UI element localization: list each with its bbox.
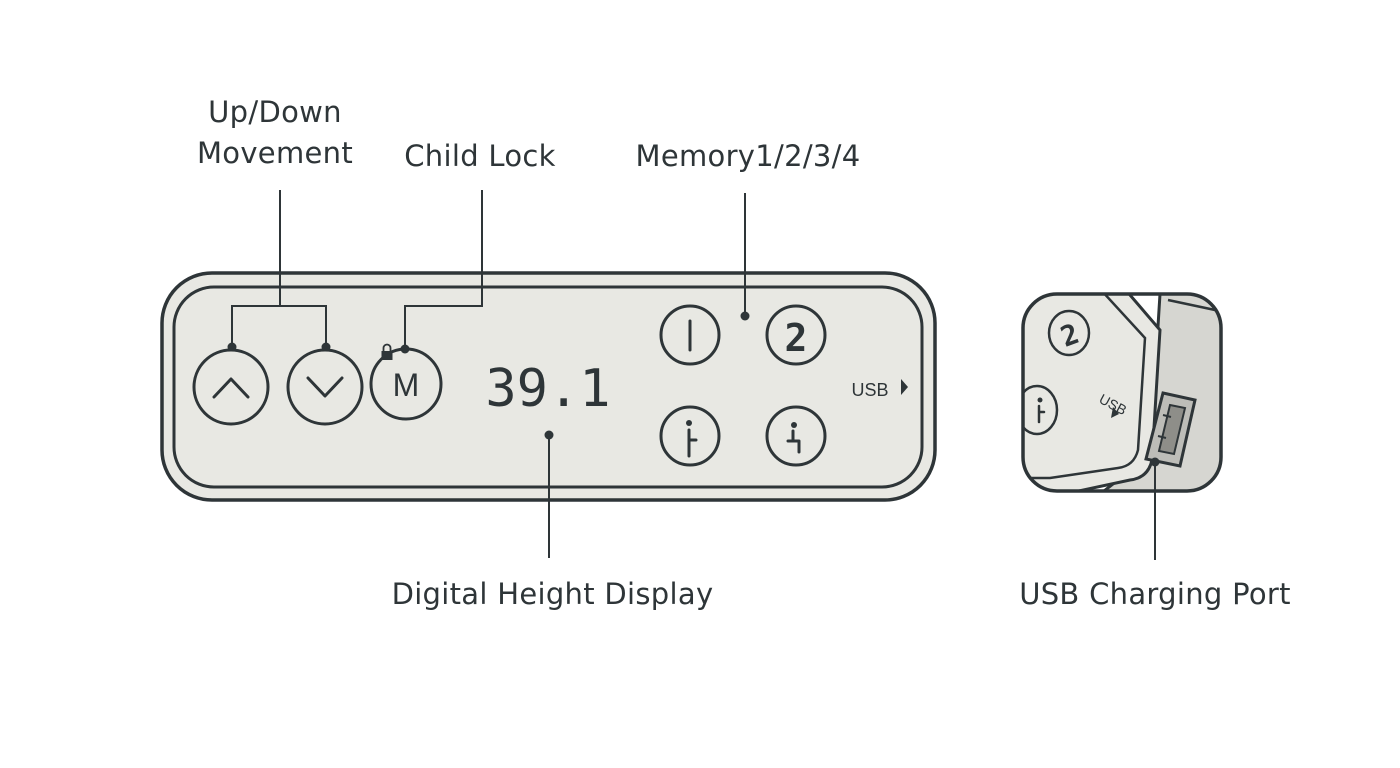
memory-2-button[interactable]: 2 xyxy=(765,304,827,366)
standing-person-icon xyxy=(686,420,698,458)
usb-port-dot xyxy=(1150,457,1160,467)
inset-memory-2-button: 2 xyxy=(1047,309,1091,357)
control-panel xyxy=(160,271,937,502)
child-lock-leader xyxy=(404,190,483,348)
child-lock-label: Child Lock xyxy=(404,139,556,173)
usb-inset: 2 USB xyxy=(1021,292,1223,493)
memory-sit-button[interactable] xyxy=(765,405,827,467)
chevron-up-icon xyxy=(212,377,250,399)
up-down-movement-label: Up/Down Movement xyxy=(190,92,360,174)
up-down-label-line2: Movement xyxy=(196,136,353,170)
up-button[interactable] xyxy=(192,348,270,426)
m-button[interactable]: M xyxy=(369,347,443,421)
callout-dots xyxy=(227,311,750,440)
inset-panel-bevel xyxy=(1023,294,1147,480)
usb-text: USB xyxy=(851,380,888,400)
inset-stand-button xyxy=(1023,384,1059,436)
inset-frame xyxy=(1021,292,1223,493)
memory-stand-button[interactable] xyxy=(659,405,721,467)
up-down-leader-right xyxy=(280,305,327,347)
lock-icon xyxy=(381,343,393,360)
digital-height-display-label: Digital Height Display xyxy=(391,577,714,611)
chevron-down-icon xyxy=(306,376,344,398)
sitting-person-icon xyxy=(786,422,801,454)
memory-label: Memory1/2/3/4 xyxy=(635,139,861,173)
callout-lines xyxy=(231,190,746,558)
up-down-label-line1: Up/Down xyxy=(208,95,342,129)
usb-port xyxy=(1144,391,1197,468)
inset-triangle-right-icon xyxy=(1111,407,1119,418)
m-button-label: M xyxy=(393,367,420,403)
memory-1-button[interactable] xyxy=(659,304,721,366)
memory-2-label: 2 xyxy=(785,316,808,360)
down-button[interactable] xyxy=(286,348,364,426)
usb-charging-port-label: USB Charging Port xyxy=(1019,577,1291,611)
height-display-value: 39.1 xyxy=(485,359,610,419)
triangle-right-icon xyxy=(901,379,908,395)
inset-standing-person-icon xyxy=(1037,397,1046,424)
up-down-leader-left xyxy=(231,190,281,347)
